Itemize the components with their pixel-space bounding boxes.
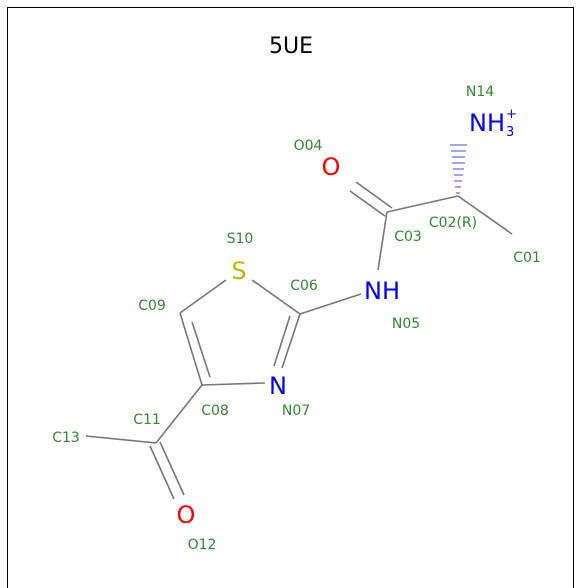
atom-s10: S — [231, 257, 246, 285]
label-n14: N14 — [466, 84, 494, 100]
molecule-title: 5UE — [269, 34, 313, 59]
label-o04: O04 — [294, 138, 323, 154]
bond-c11-c13 — [85, 435, 157, 444]
atom-o12: O — [177, 501, 196, 529]
label-c03: C03 — [394, 229, 422, 245]
bond-c03-c02 — [386, 195, 459, 213]
label-s10: S10 — [227, 231, 254, 247]
bond-c09-c08-a — [179, 312, 203, 386]
image-frame — [7, 7, 574, 588]
label-c11: C11 — [133, 412, 161, 428]
bond-n05-c06 — [299, 293, 362, 315]
label-n05: N05 — [392, 316, 420, 332]
bond-c03-o04-a — [349, 190, 386, 217]
label-o12: O12 — [188, 537, 217, 553]
bond-c11-o12-b — [159, 441, 185, 496]
label-c08: C08 — [201, 403, 229, 419]
label-c02: C02(R) — [429, 215, 477, 231]
label-c09: C09 — [138, 298, 166, 314]
atom-n14: NH — [469, 109, 505, 137]
bond-c06-n07-b — [273, 315, 291, 367]
bond-c03-n05 — [377, 211, 388, 271]
bond-c03-o04-b — [355, 181, 393, 209]
bond-n07-c08 — [201, 382, 266, 386]
bond-c06-n07-a — [281, 313, 301, 369]
atom-n14-charge: + — [506, 107, 517, 122]
bond-c02-c01 — [457, 195, 513, 235]
bond-c06-s10 — [251, 279, 301, 315]
atom-symbols: O NH 3 + S NH N O — [177, 107, 517, 529]
bond-s10-c09 — [179, 279, 227, 314]
bond-c09-c08-b — [191, 321, 211, 378]
atom-n14-subscript: 3 — [506, 125, 514, 140]
atom-n05: NH — [364, 277, 400, 305]
bond-c11-o12-a — [149, 445, 175, 500]
label-c01: C01 — [513, 250, 541, 266]
label-n07: N07 — [282, 403, 310, 419]
bond-c08-c11 — [155, 384, 203, 444]
label-c06: C06 — [290, 278, 318, 294]
label-c13: C13 — [52, 430, 80, 446]
atom-n07: N — [269, 372, 287, 400]
atom-labels: N14 O04 C03 C02(R) C01 S10 C06 C09 N05 N… — [52, 84, 541, 553]
bonds — [85, 144, 513, 500]
hashed-wedge-c02-n14 — [450, 144, 467, 194]
atom-o04: O — [322, 153, 341, 181]
